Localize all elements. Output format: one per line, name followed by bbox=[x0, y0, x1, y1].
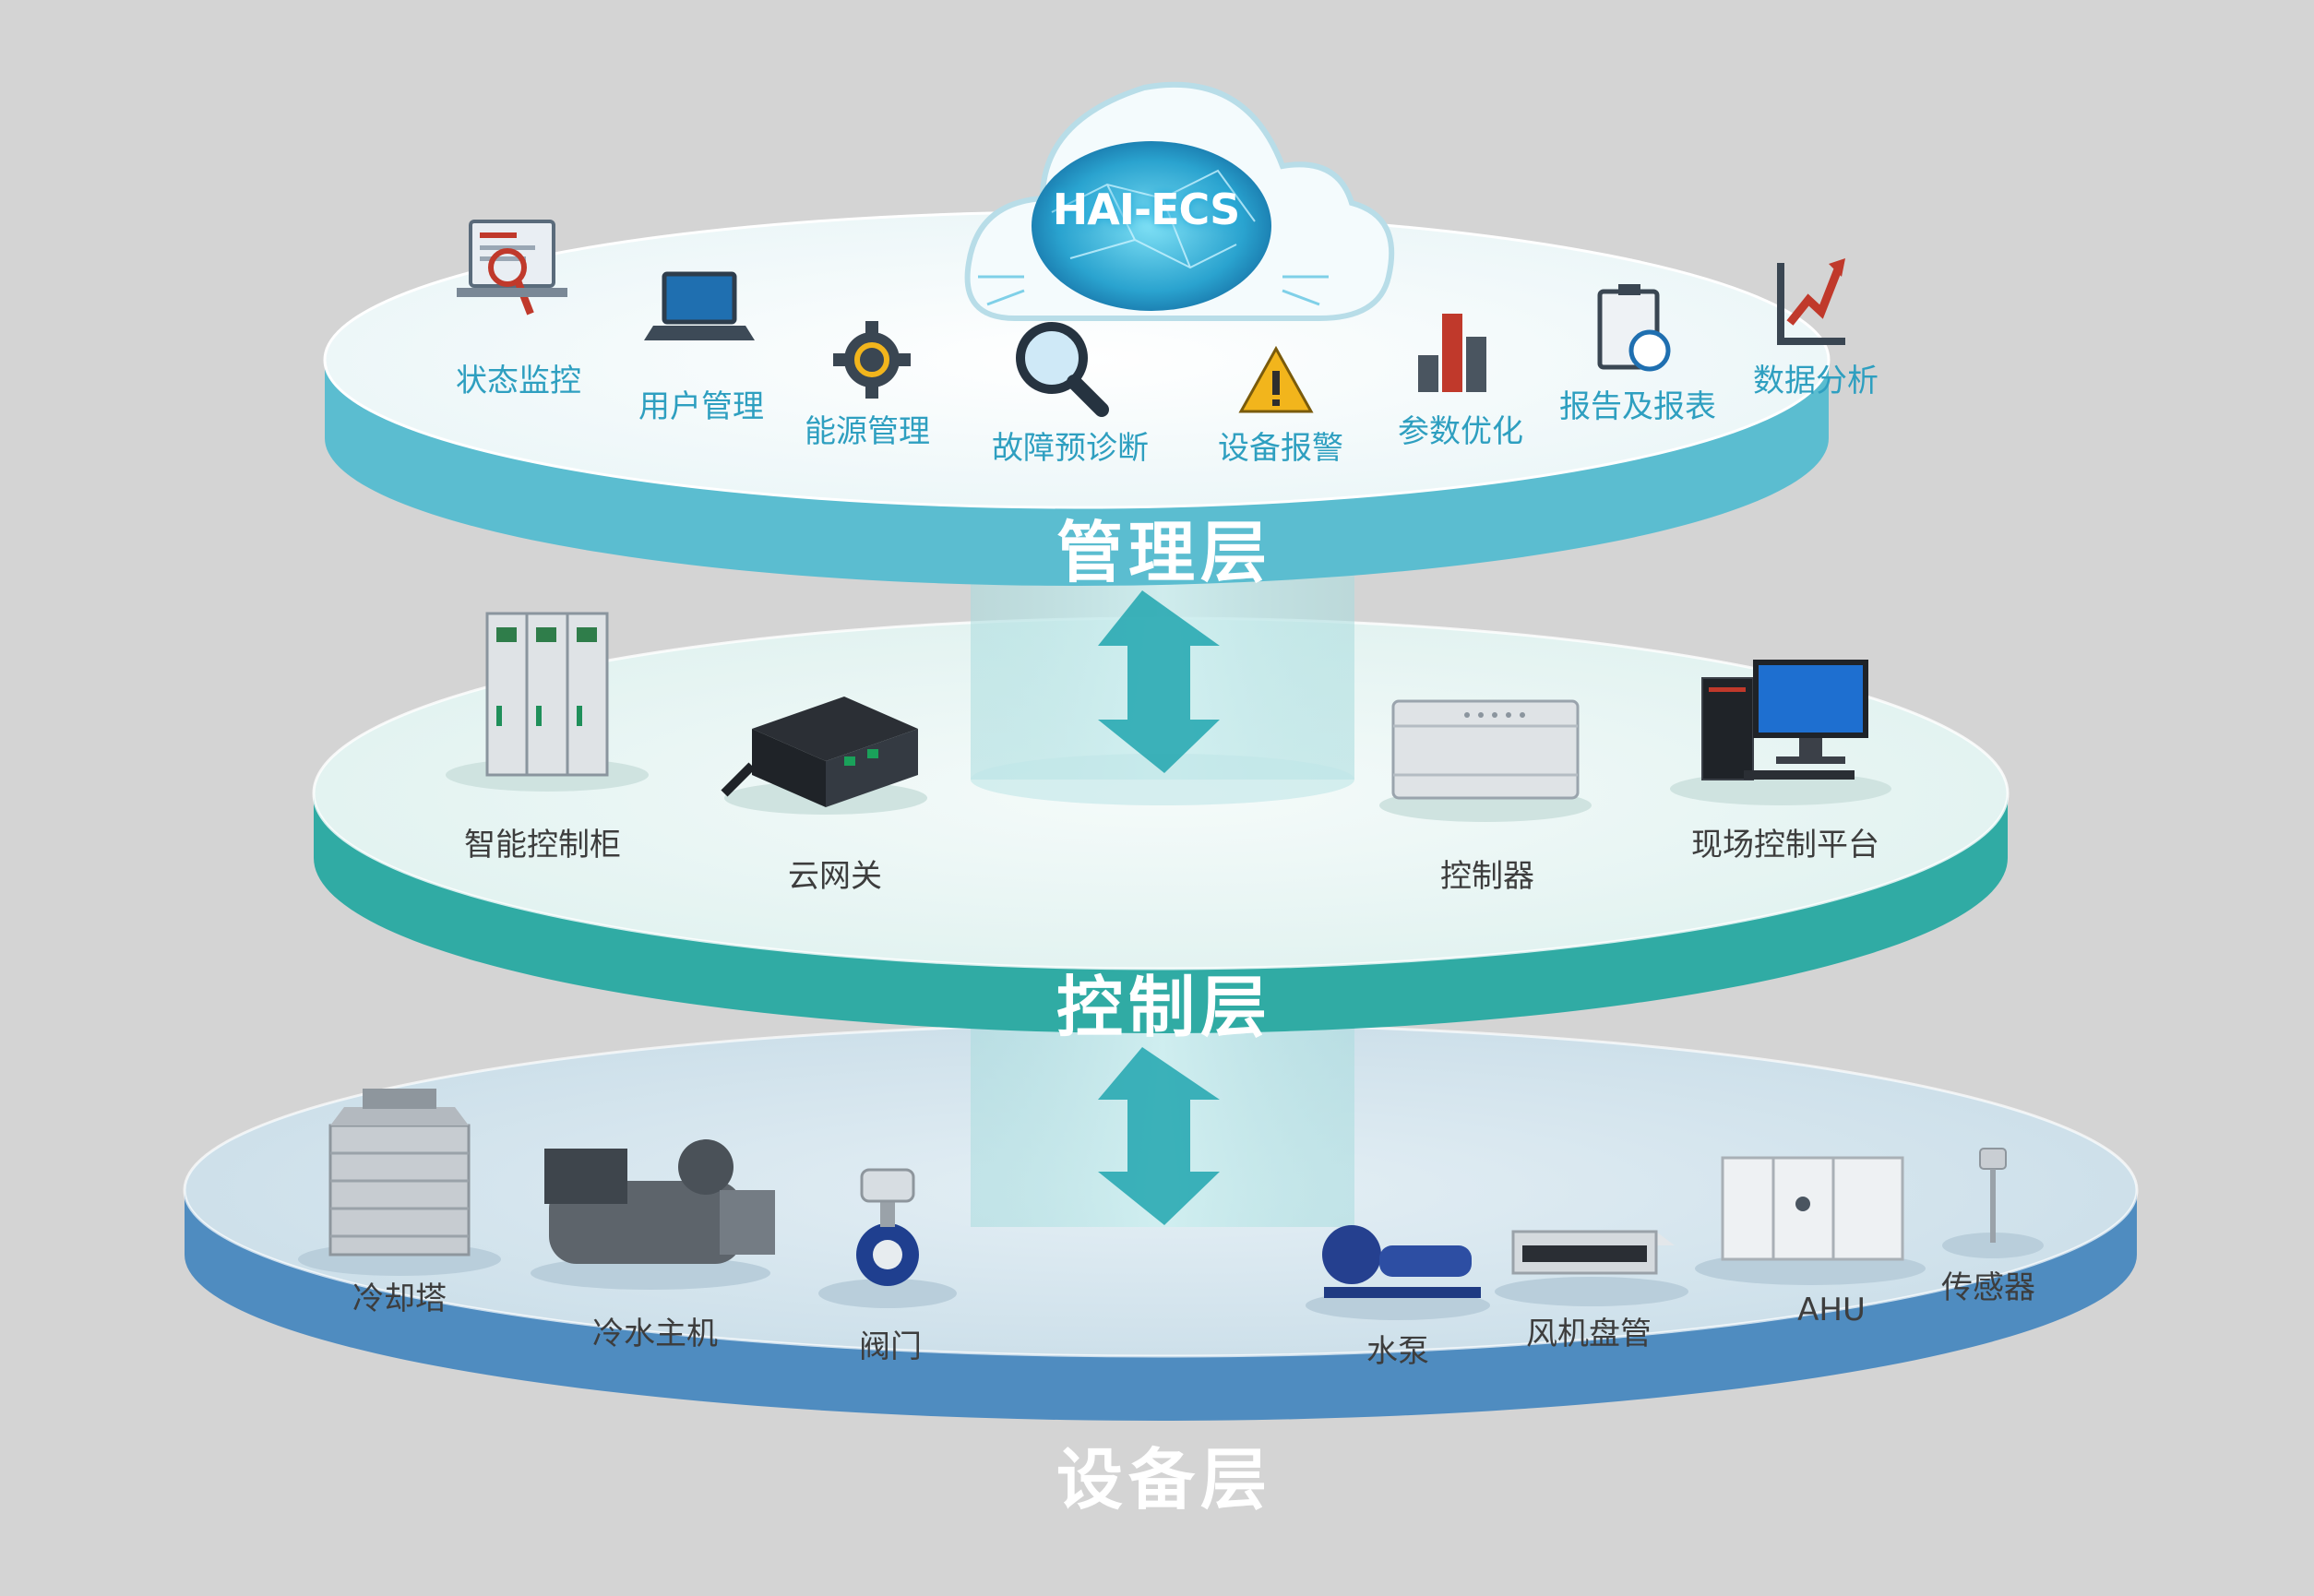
double-arrow-icon bbox=[1098, 590, 1220, 773]
ahu-icon bbox=[1695, 1156, 1926, 1285]
mgmt-item-label: 能源管理 bbox=[805, 413, 930, 450]
pump-icon bbox=[1306, 1225, 1490, 1320]
mgmt-item-label: 报告及报表 bbox=[1559, 388, 1716, 425]
fan-coil-icon bbox=[1495, 1230, 1688, 1306]
mgmt-item-label: 设备报警 bbox=[1218, 430, 1343, 467]
mgmt-item-label: 故障预诊断 bbox=[992, 430, 1149, 467]
controller-icon bbox=[1379, 699, 1592, 822]
ctrl-item-label: 云网关 bbox=[788, 858, 882, 895]
double-arrow-icon bbox=[1098, 1047, 1220, 1225]
valve-icon bbox=[818, 1168, 957, 1308]
brain-icon bbox=[978, 141, 1329, 311]
control-layer-title: 控制层 bbox=[1056, 969, 1273, 1046]
device-item-label: AHU bbox=[1797, 1292, 1866, 1328]
device-item-label: 水泵 bbox=[1366, 1333, 1429, 1370]
warning-icon bbox=[1238, 345, 1314, 413]
ctrl-item-label: 控制器 bbox=[1440, 858, 1534, 895]
sensor-icon bbox=[1942, 1148, 2044, 1258]
device-item-label: 风机盘管 bbox=[1526, 1316, 1652, 1352]
device-item-label: 阀门 bbox=[859, 1328, 922, 1365]
device-item-label: 冷水主机 bbox=[592, 1316, 718, 1352]
clipboard-icon bbox=[1597, 284, 1671, 372]
gateway-icon bbox=[721, 697, 927, 815]
mgmt-item-label: 数据分析 bbox=[1753, 363, 1879, 399]
laptop-icon bbox=[644, 271, 755, 340]
mgmt-item-label: 用户管理 bbox=[638, 388, 764, 425]
mgmt-item-label: 状态监控 bbox=[456, 363, 581, 399]
pillar-base bbox=[971, 754, 1354, 805]
ctrl-item-label: 智能控制柜 bbox=[464, 827, 621, 864]
ctrl-item-label: 现场控制平台 bbox=[1691, 827, 1879, 864]
monitor-report-icon bbox=[457, 220, 567, 316]
bar-chart-icon bbox=[1418, 314, 1486, 392]
gear-icon bbox=[833, 321, 911, 399]
magnifier-icon bbox=[1016, 322, 1109, 417]
mgmt-item-label: 参数优化 bbox=[1398, 413, 1523, 450]
chiller-icon bbox=[531, 1139, 775, 1290]
device-item-label: 冷却塔 bbox=[352, 1280, 447, 1317]
control-cabinet-icon bbox=[446, 612, 649, 792]
brand-logo-text: HAI-ECS bbox=[1052, 185, 1240, 234]
workstation-icon bbox=[1670, 660, 1891, 805]
cooling-tower-icon bbox=[298, 1089, 501, 1276]
device-layer-title: 设备层 bbox=[1056, 1441, 1273, 1519]
growth-chart-icon bbox=[1777, 258, 1845, 345]
management-layer-title: 管理层 bbox=[1056, 514, 1273, 591]
device-item-label: 传感器 bbox=[1941, 1269, 2035, 1306]
